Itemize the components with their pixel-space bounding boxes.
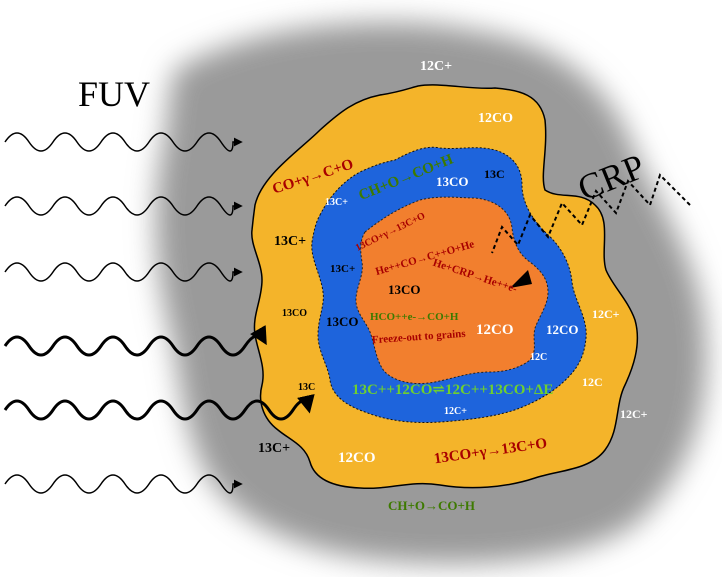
fuv-wave-4 [3,325,267,357]
c12-plus-right-grey: 12C+ [620,407,648,421]
c13-blue-top: 13C [484,167,505,181]
c12-plus-top: 12C+ [420,59,452,74]
exchange-reaction: 13C++12CO⇌12C++13CO+ΔE [352,382,553,398]
c12-right-yellow: 12C [582,375,603,389]
c13-plus-small-yellow: 13C+ [325,197,348,208]
fuv-wave-6 [4,474,243,494]
c12-plus-right-yellow: 12C+ [592,307,620,321]
fuv-wave-1 [4,132,243,152]
c12-blue-right: 12C [530,352,547,363]
fuv-arrows [3,132,315,494]
c13-yellow-left: 13C [298,382,315,393]
orange-core [355,196,549,385]
co12-bottom: 12CO [338,450,376,466]
fuv-label: FUV [78,74,150,114]
reaction-hco: HCO++e-→CO+H [370,311,459,323]
c13-plus-yellow-left: 13C+ [274,234,306,249]
co13-blue-left: 13CO [326,314,359,329]
co12-top: 12CO [478,111,513,126]
crp-arrow [491,173,691,288]
reaction-ch-o-bottom: CH+O→CO+H [388,498,475,513]
co13-blue-top: 13CO [436,174,469,189]
co12-blue-right: 12CO [546,322,579,337]
crp-arrow-head [510,270,532,288]
c12-plus-blue-bottom: 12C+ [444,406,467,417]
fuv-wave-5 [3,393,315,421]
fuv-wave-2 [4,196,243,216]
fuv-wave-3 [4,262,243,282]
c13-plus-bottom-left: 13C+ [258,441,290,456]
co12-orange: 12CO [476,322,514,338]
co13-yellow-left: 13CO [282,308,307,319]
co13-orange: 13CO [388,282,421,297]
c13-plus-blue-left: 13C+ [330,263,355,275]
